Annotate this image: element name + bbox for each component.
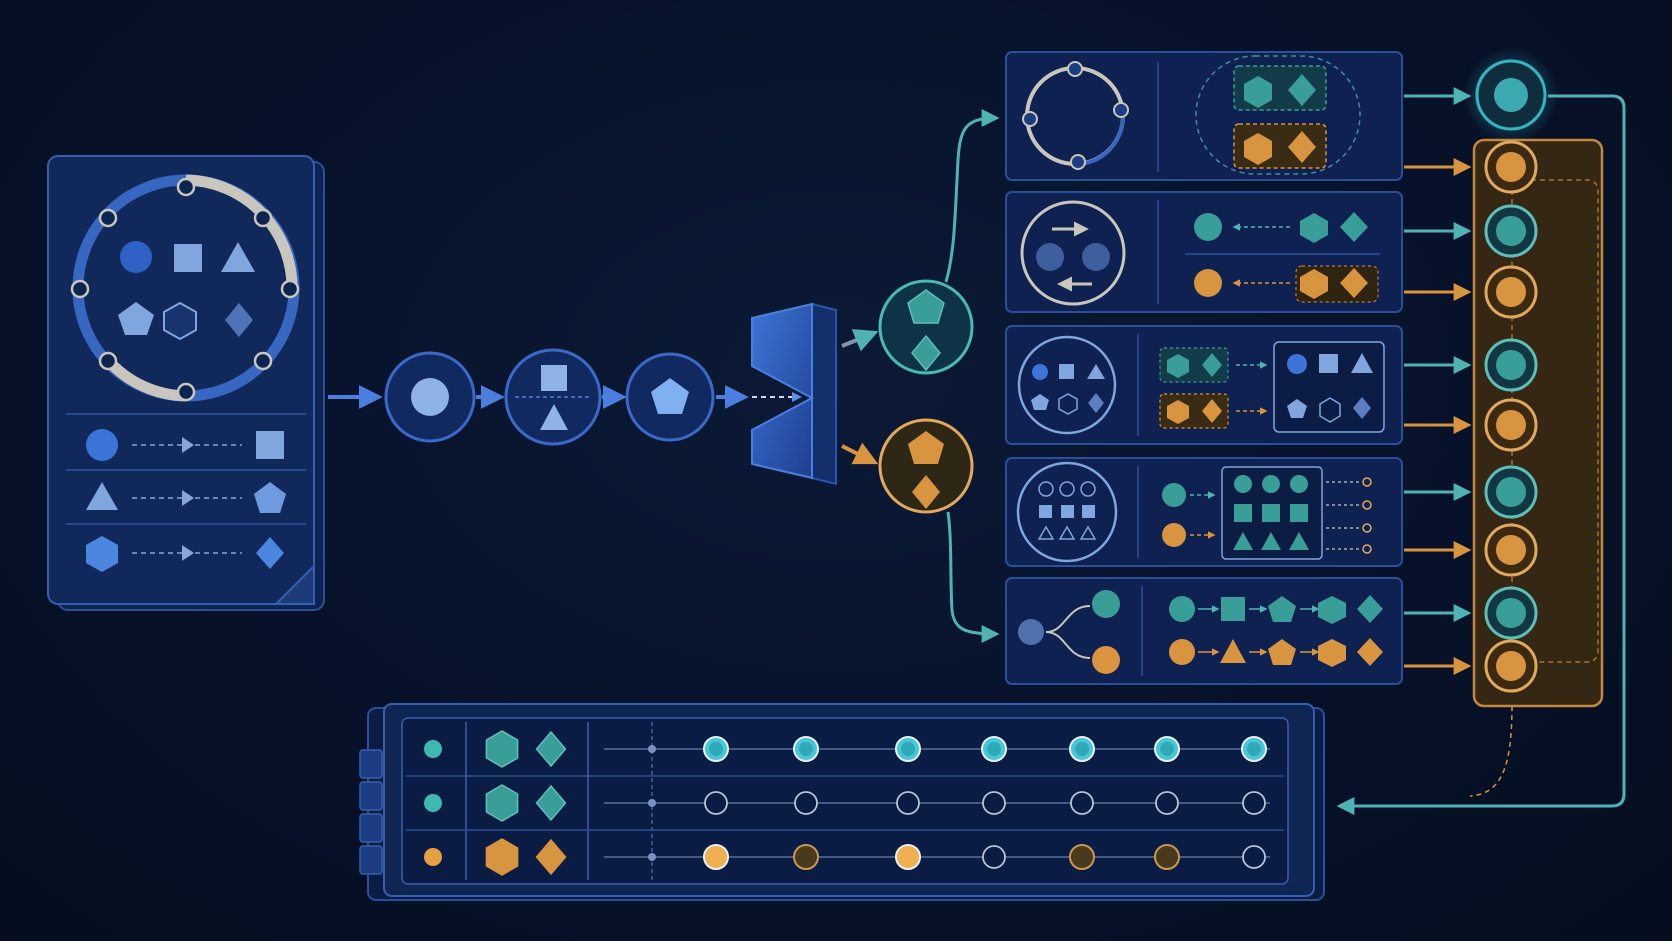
pipeline	[328, 109, 1000, 643]
orange-collector-node[interactable]	[1484, 398, 1538, 452]
teal-collector-node[interactable]	[1484, 338, 1538, 392]
triangle-shape	[221, 242, 255, 272]
row-color-dot	[424, 848, 442, 866]
timeline-step[interactable]	[1069, 844, 1095, 870]
timeline-step[interactable]	[793, 736, 819, 762]
teal-collector-node[interactable]	[1484, 465, 1538, 519]
module-grid-expansion[interactable]	[1005, 457, 1403, 567]
timeline-row	[424, 730, 1270, 768]
ring-handle[interactable]	[98, 208, 118, 228]
row-hexagon	[485, 730, 519, 768]
row-diamond	[535, 838, 567, 876]
orange-collector-node[interactable]	[1484, 140, 1538, 194]
circle-shape	[120, 241, 152, 273]
timeline-step[interactable]	[1241, 736, 1267, 762]
timeline-step[interactable]	[982, 845, 1006, 869]
timeline-step[interactable]	[1070, 791, 1094, 815]
source-card	[47, 155, 325, 611]
timeline-step[interactable]	[704, 791, 728, 815]
timeline-step[interactable]	[982, 791, 1006, 815]
timeline-step[interactable]	[703, 844, 729, 870]
ring-handle[interactable]	[176, 382, 196, 402]
timeline-step[interactable]	[896, 791, 920, 815]
row-hexagon	[485, 784, 519, 822]
timeline-step[interactable]	[1242, 845, 1266, 869]
ring-handle[interactable]	[253, 208, 273, 228]
mapping-row	[86, 536, 284, 572]
row-color-dot	[424, 794, 442, 812]
ring-handle[interactable]	[253, 351, 273, 371]
row-diamond	[535, 784, 567, 822]
ring-handle[interactable]	[70, 279, 90, 299]
module-swap[interactable]	[1005, 191, 1403, 313]
page-curl	[273, 563, 315, 605]
timeline-step[interactable]	[1155, 791, 1179, 815]
shape-ring	[70, 174, 300, 402]
timeline-step[interactable]	[794, 791, 818, 815]
orange-collector-node[interactable]	[1484, 265, 1538, 319]
ring-handle[interactable]	[280, 279, 300, 299]
timeline-step[interactable]	[895, 844, 921, 870]
output-arrows	[1404, 87, 1472, 675]
module-fork-sequence[interactable]	[1005, 577, 1403, 685]
teal-collector-node[interactable]	[1484, 204, 1538, 258]
mapping-row	[86, 482, 286, 513]
pentagon-shape	[118, 302, 154, 335]
collector-column[interactable]	[1336, 47, 1626, 815]
ring-handle[interactable]	[176, 177, 196, 197]
stage-circle-node[interactable]	[384, 351, 476, 443]
timeline-row	[424, 838, 1270, 876]
timeline-step[interactable]	[1069, 736, 1095, 762]
ring-handle[interactable]	[98, 351, 118, 371]
timeline-row	[424, 784, 1270, 822]
timeline-step[interactable]	[895, 736, 921, 762]
hexagon-shape	[163, 301, 197, 341]
splitter-prism[interactable]	[751, 302, 837, 486]
orange-collector-node[interactable]	[1484, 639, 1538, 693]
square-shape	[174, 244, 202, 272]
module-cycle[interactable]	[1005, 51, 1403, 181]
row-color-dot	[424, 740, 442, 758]
orange-branch-node[interactable]	[878, 418, 974, 514]
row-hexagon	[485, 838, 519, 876]
row-diamond	[535, 730, 567, 768]
timeline-step[interactable]	[1154, 844, 1180, 870]
timeline-step[interactable]	[1154, 736, 1180, 762]
timeline-board	[359, 703, 1325, 901]
teal-branch-node[interactable]	[878, 279, 974, 375]
teal-collector-node[interactable]	[1484, 586, 1538, 640]
stage-split-node[interactable]	[504, 348, 602, 446]
mapping-row	[86, 429, 284, 461]
timeline-step[interactable]	[703, 736, 729, 762]
module-grouping[interactable]	[1005, 325, 1403, 445]
timeline-step[interactable]	[981, 736, 1007, 762]
timeline-step[interactable]	[1242, 791, 1266, 815]
stage-pentagon-node[interactable]	[625, 352, 715, 442]
diamond-shape	[225, 303, 253, 337]
orange-collector-node[interactable]	[1484, 523, 1538, 577]
timeline-step[interactable]	[793, 844, 819, 870]
